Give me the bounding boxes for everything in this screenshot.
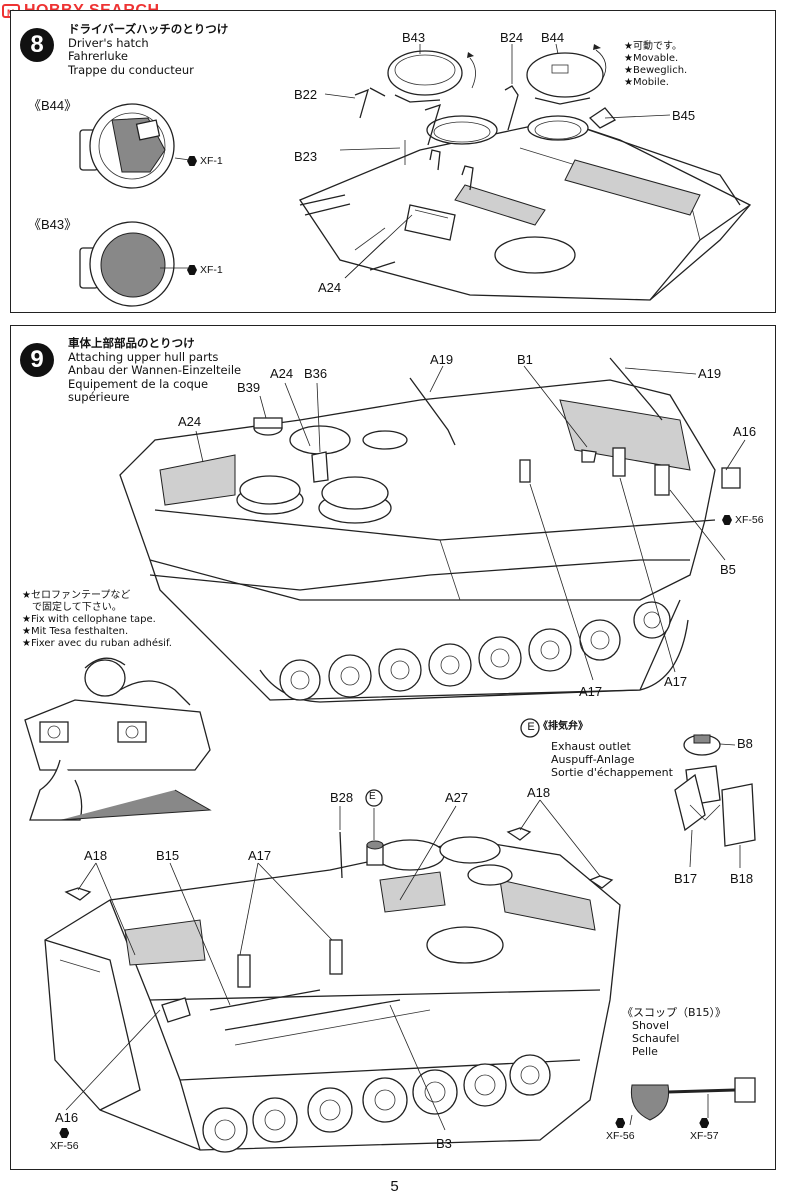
paint-code: XF-56 <box>50 1140 79 1152</box>
tape-note-jp2: で固定して下さい。 <box>32 602 122 613</box>
label-a16-upper: A16 <box>733 424 757 439</box>
exhaust-title-en: Exhaust outlet <box>551 740 631 753</box>
shovel-title: 《スコップ（B15）》 Shovel Schaufel Pelle <box>622 1006 726 1058</box>
shovel-title-jp: 《スコップ（B15）》 <box>622 1006 727 1019</box>
tape-note-jp1: ★セロファンテープなど <box>22 590 131 601</box>
lower-vehicle-drawing <box>44 799 621 1153</box>
step-9-title-fr2: supérieure <box>68 390 130 404</box>
paint-code: XF-56 <box>735 514 764 526</box>
label-b15: B15 <box>156 848 180 863</box>
page-number: 5 <box>390 1178 399 1195</box>
label-a19-right: A19 <box>698 366 722 381</box>
exhaust-title-fr: Sortie d'échappement <box>551 766 673 779</box>
label-b8: B8 <box>737 736 753 751</box>
step-9-title-de: Anbau der Wannen-Einzelteile <box>68 363 242 377</box>
step-9-title-jp: 車体上部部品のとりつけ <box>68 336 195 350</box>
shovel-title-de: Schaufel <box>632 1032 680 1045</box>
paint-callout-a16-lower: XF-56 <box>50 1128 79 1152</box>
exhaust-title-de: Auspuff-Anlage <box>551 753 635 766</box>
exhaust-heading: E 《排気弁》 <box>524 721 588 733</box>
step-8-number: 8 <box>20 28 54 62</box>
tape-note-en: ★Fix with cellophane tape. <box>22 614 156 625</box>
label-a16-lower: A16 <box>55 1110 79 1125</box>
movable-de: ★Beweglich. <box>624 65 688 76</box>
label-b43: B43 <box>402 30 426 45</box>
movable-en: ★Movable. <box>624 53 679 64</box>
exhaust-detail-drawing <box>674 734 756 868</box>
paint-callout-b44: XF-1 <box>187 155 223 167</box>
step-8-title: ドライバーズハッチのとりつけ Driver's hatch Fahrerluke… <box>68 22 229 77</box>
label-b23: B23 <box>294 149 318 164</box>
label-b18: B18 <box>730 871 754 886</box>
movable-fr: ★Mobile. <box>624 77 669 88</box>
paint-callout-shovel-blade: XF-56 <box>606 1118 635 1142</box>
upper-vehicle-drawing <box>119 357 746 703</box>
paint-code: XF-57 <box>690 1130 719 1142</box>
shovel-title-fr: Pelle <box>632 1045 658 1058</box>
paint-callout-shovel-handle: XF-57 <box>690 1118 719 1142</box>
label-a17-mid: A17 <box>579 684 603 699</box>
step-9-title-en: Attaching upper hull parts <box>68 349 219 364</box>
label-b24: B24 <box>500 30 524 45</box>
label-a24-top: A24 <box>270 366 294 381</box>
paint-code: XF-56 <box>606 1130 635 1142</box>
label-a27: A27 <box>445 790 469 805</box>
paint-hex-icon <box>187 265 197 275</box>
step-8-hull-top <box>299 43 752 301</box>
label-b36: B36 <box>304 366 328 381</box>
paint-code: XF-1 <box>200 155 223 167</box>
label-a17-right: A17 <box>664 674 688 689</box>
step-8-title-fr: Trappe du conducteur <box>68 62 194 77</box>
label-b28: B28 <box>330 790 354 805</box>
builder-cartoon <box>24 657 212 821</box>
label-b5: B5 <box>720 562 736 577</box>
tape-note: ★セロファンテープなど で固定して下さい。 ★Fix with cellopha… <box>22 590 172 650</box>
label-a17-lower: A17 <box>248 848 272 863</box>
exhaust-title: Exhaust outlet Auspuff-Anlage Sortie d'é… <box>551 740 673 779</box>
upper-road-wheels <box>279 601 671 701</box>
label-b3: B3 <box>436 1136 452 1151</box>
step-8-title-de: Fahrerluke <box>68 49 128 63</box>
exhaust-mark: E <box>527 721 535 733</box>
label-a18-left: A18 <box>84 848 108 863</box>
paint-hex-icon <box>699 1118 710 1128</box>
label-e-mark: E <box>369 791 376 802</box>
label-a18-right: A18 <box>527 785 551 800</box>
tape-note-de: ★Mit Tesa festhalten. <box>22 626 129 637</box>
exhaust-title-jp: 《排気弁》 <box>538 721 588 732</box>
step-8-title-en: Driver's hatch <box>68 35 149 50</box>
paint-hex-icon <box>615 1118 626 1128</box>
label-b44: B44 <box>541 30 565 45</box>
label-b1: B1 <box>517 352 533 367</box>
step-8-title-jp: ドライバーズハッチのとりつけ <box>68 22 229 36</box>
paint-hex-icon <box>187 156 197 166</box>
paint-callout-b43: XF-1 <box>187 264 223 276</box>
shovel-detail-drawing <box>629 1077 756 1126</box>
shovel-title-en: Shovel <box>632 1019 670 1032</box>
lower-road-wheels <box>202 1054 551 1153</box>
label-a19-left: A19 <box>430 352 454 367</box>
paint-hex-icon <box>59 1128 70 1138</box>
detail-b44-label: 《B44》 <box>28 98 78 113</box>
hatch-b44-detail <box>79 103 191 189</box>
label-b17: B17 <box>674 871 698 886</box>
movable-note: ★可動です。 ★Movable. ★Beweglich. ★Mobile. <box>624 41 687 89</box>
step-9-title: 車体上部部品のとりつけ Attaching upper hull parts A… <box>68 336 242 405</box>
label-a24-left: A24 <box>178 414 202 429</box>
paint-callout-a16-upper: XF-56 <box>722 514 764 526</box>
tape-note-fr: ★Fixer avec du ruban adhésif. <box>22 638 172 649</box>
hatch-b43-detail <box>79 221 190 307</box>
label-b39: B39 <box>237 380 261 395</box>
label-b45: B45 <box>672 108 696 123</box>
step-9-number: 9 <box>20 343 54 377</box>
label-b22: B22 <box>294 87 318 102</box>
label-a24: A24 <box>318 280 342 295</box>
step-9-title-fr1: Equipement de la coque <box>68 376 209 391</box>
movable-jp: ★可動です。 <box>624 41 682 52</box>
paint-code: XF-1 <box>200 264 223 276</box>
paint-hex-icon <box>722 515 732 525</box>
detail-b43-label: 《B43》 <box>28 217 78 232</box>
